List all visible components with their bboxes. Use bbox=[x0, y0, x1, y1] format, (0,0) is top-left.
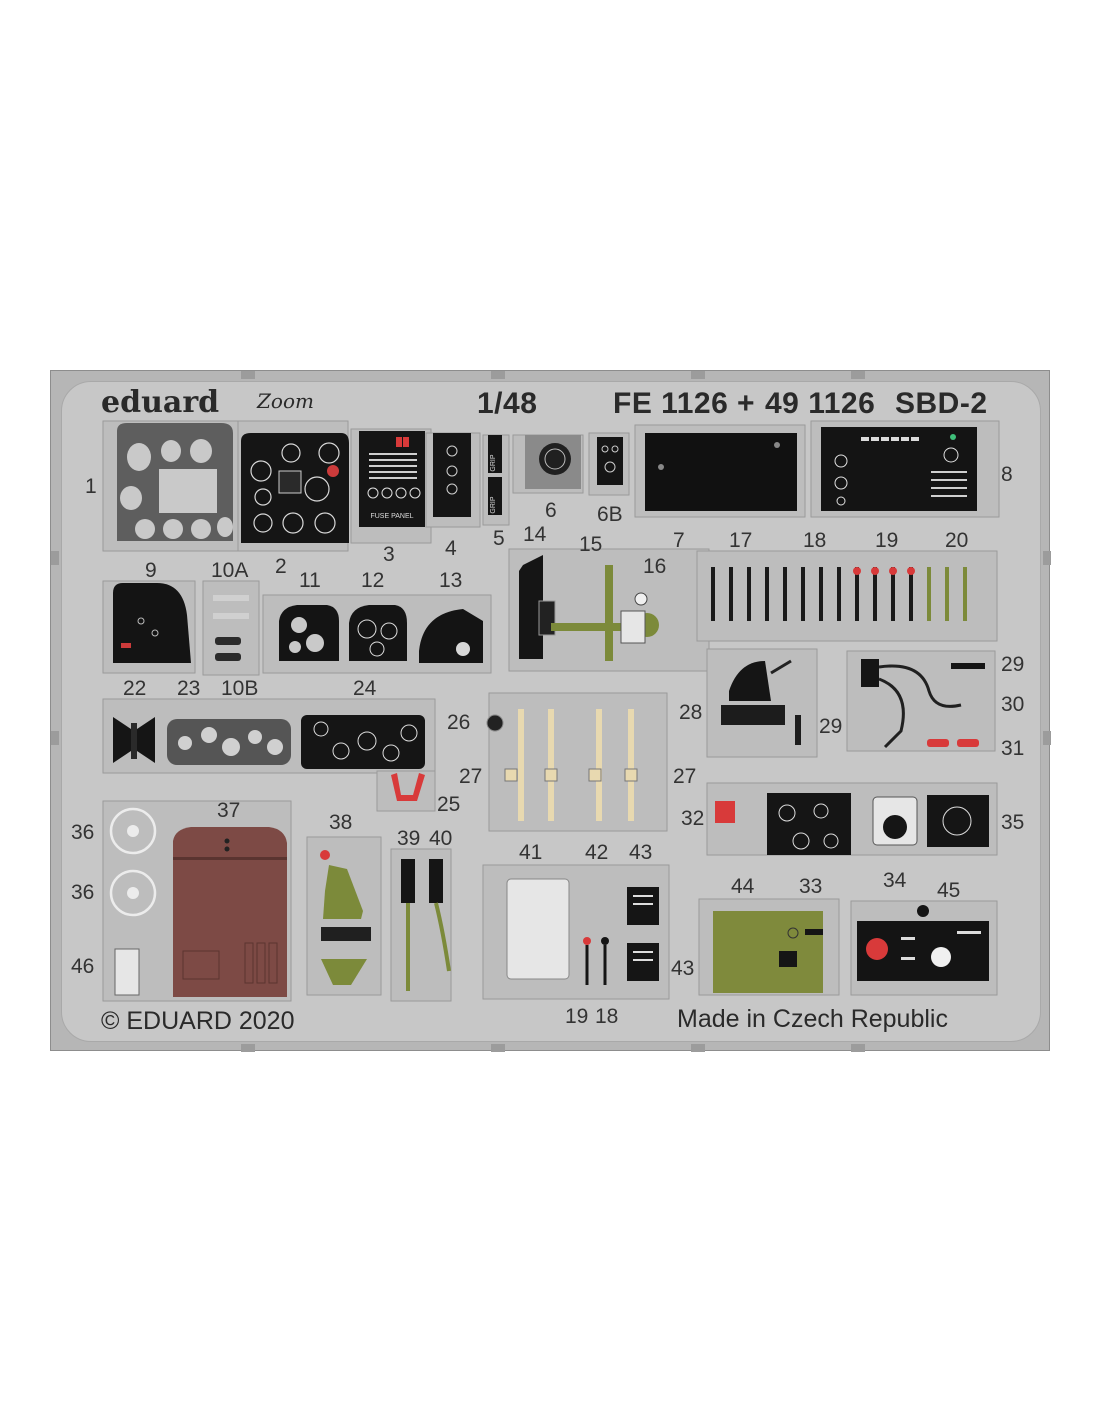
part-number: 22 bbox=[123, 677, 147, 700]
part-number: 8 bbox=[1001, 463, 1013, 486]
part-number: 5 bbox=[493, 527, 505, 550]
part-9-panel bbox=[102, 580, 196, 674]
part-7-panel bbox=[634, 424, 806, 518]
fret-artwork: FUSE PANEL GRIP GRIP bbox=[51, 371, 1051, 1052]
part-number: 38 bbox=[329, 811, 353, 834]
parts-14-16-stick-assembly bbox=[508, 548, 710, 672]
copyright-text: © EDUARD 2020 bbox=[101, 1007, 295, 1035]
part-number: 3 bbox=[383, 543, 395, 566]
parts-11-13-panels bbox=[262, 594, 492, 674]
grip-text-top: GRIP bbox=[490, 454, 497, 471]
part-number: 39 bbox=[397, 827, 421, 850]
part-number: 20 bbox=[945, 529, 969, 552]
part-number: 24 bbox=[353, 677, 377, 700]
part-number: 6B bbox=[597, 503, 623, 526]
part-number: 15 bbox=[579, 533, 603, 556]
part-number: 35 bbox=[1001, 811, 1025, 834]
part-number: 29 bbox=[819, 715, 843, 738]
parts-39-40-straps bbox=[390, 848, 452, 1002]
part-number: 10B bbox=[221, 677, 259, 700]
photo-etch-fret: FUSE PANEL GRIP GRIP bbox=[50, 370, 1051, 1052]
part-number: 27 bbox=[459, 765, 483, 788]
part-number: 41 bbox=[519, 841, 543, 864]
made-in-text: Made in Czech Republic bbox=[677, 1005, 948, 1033]
part-number: 32 bbox=[681, 807, 705, 830]
part-number: 36 bbox=[71, 881, 95, 904]
plus-sign: + bbox=[737, 387, 756, 420]
part-number: 19 bbox=[875, 529, 899, 552]
part-number: 11 bbox=[299, 569, 321, 592]
part-number: 23 bbox=[177, 677, 201, 700]
part-number: 30 bbox=[1001, 693, 1025, 716]
scale-label: 1/48 bbox=[477, 387, 538, 420]
part-10-strips bbox=[202, 580, 260, 676]
part-number: 46 bbox=[71, 955, 95, 978]
product-code-49: 49 1126 bbox=[765, 387, 876, 420]
part-number: 9 bbox=[145, 559, 157, 582]
part-number: 37 bbox=[217, 799, 241, 822]
part-number: 29 bbox=[1001, 653, 1025, 676]
zoom-logo: Zoom bbox=[257, 389, 314, 413]
part-8-panel bbox=[810, 420, 1000, 518]
part-number: 26 bbox=[447, 711, 471, 734]
part-number: 43 bbox=[671, 957, 695, 980]
part-6b-panel bbox=[588, 432, 630, 496]
parts-36-37-46 bbox=[102, 800, 292, 1002]
part-3-fuse-panel: FUSE PANEL bbox=[350, 428, 432, 544]
parts-41-43-box bbox=[482, 864, 670, 1000]
part-2-instrument-panel bbox=[237, 420, 349, 552]
part-number: 25 bbox=[437, 793, 461, 816]
parts-29-31-cables bbox=[846, 650, 996, 752]
product-code-fe: FE 1126 bbox=[613, 387, 729, 420]
part-number: 7 bbox=[673, 529, 685, 552]
part-number: 34 bbox=[883, 869, 907, 892]
part-number: 27 bbox=[673, 765, 697, 788]
part-25-clip bbox=[376, 770, 436, 812]
part-number: 4 bbox=[445, 537, 457, 560]
frame-notches bbox=[51, 371, 1051, 1052]
part-number: 6 bbox=[545, 499, 557, 522]
part-45-radio-panel bbox=[850, 900, 998, 996]
part-number: 10A bbox=[211, 559, 249, 582]
part-number: 1 bbox=[85, 475, 97, 498]
part-number: 33 bbox=[799, 875, 823, 898]
part-number: 14 bbox=[523, 523, 547, 546]
part-number: 12 bbox=[361, 569, 385, 592]
parts-28-29-lamp bbox=[706, 648, 818, 758]
parts-17-20-belt-strips bbox=[696, 550, 998, 642]
fuse-panel-text: FUSE PANEL bbox=[370, 513, 413, 520]
part-5-grip: GRIP GRIP bbox=[482, 434, 510, 526]
part-number: 28 bbox=[679, 701, 703, 724]
part-4-panel bbox=[425, 432, 481, 528]
part-1-panel bbox=[102, 420, 239, 552]
part-number: 17 bbox=[729, 529, 753, 552]
part-number: 2 bbox=[275, 555, 287, 578]
part-number: 45 bbox=[937, 879, 961, 902]
part-number: 36 bbox=[71, 821, 95, 844]
parts-32-35-panels bbox=[706, 782, 998, 856]
part-number: 16 bbox=[643, 555, 667, 578]
part-number: 43 bbox=[629, 841, 653, 864]
part-6-gauge bbox=[512, 434, 584, 494]
part-number: 18 bbox=[595, 1005, 619, 1028]
grip-text-bottom: GRIP bbox=[490, 496, 497, 513]
part-number: 13 bbox=[439, 569, 463, 592]
eduard-logo: eduard bbox=[101, 385, 220, 420]
parts-44-33-pcb bbox=[698, 898, 840, 996]
parts-26-27-rails bbox=[486, 692, 668, 832]
part-number: 19 bbox=[565, 1005, 589, 1028]
part-number: 44 bbox=[731, 875, 755, 898]
model-name: SBD-2 bbox=[895, 387, 988, 420]
part-number: 42 bbox=[585, 841, 609, 864]
part-number: 18 bbox=[803, 529, 827, 552]
part-number: 31 bbox=[1001, 737, 1025, 760]
parts-22-24-panels bbox=[102, 698, 436, 774]
part-38-seat-parts bbox=[306, 836, 382, 996]
part-number: 40 bbox=[429, 827, 453, 850]
